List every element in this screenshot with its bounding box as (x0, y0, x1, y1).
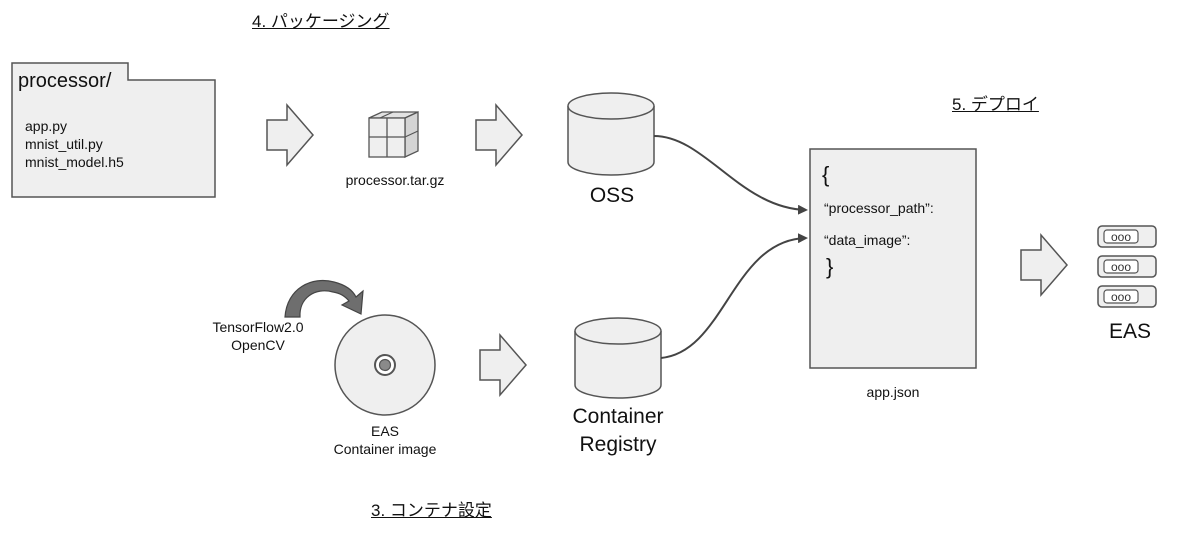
registry-database-icon (574, 317, 662, 399)
flow-arrow-config-to-eas (1020, 232, 1068, 298)
packaging-heading: 4. パッケージング (252, 12, 390, 31)
folder-shape (11, 62, 216, 198)
server-slot-1: ooo (1111, 230, 1131, 244)
server-slot-3: ooo (1111, 290, 1131, 304)
deploy-heading: 5. デプロイ (952, 95, 1039, 114)
file-item: app.py (25, 118, 68, 134)
libs-label-line2: OpenCV (231, 337, 285, 353)
config-field-processor-path: “processor_path”: (824, 200, 934, 216)
config-open-brace: { (822, 162, 830, 187)
libs-label-line1: TensorFlow2.0 (212, 319, 304, 335)
file-item: mnist_util.py (25, 136, 103, 152)
eas-server-icon: ooo ooo ooo (1097, 225, 1157, 308)
registry-label-line2: Registry (579, 433, 657, 456)
oss-label: OSS (589, 184, 635, 207)
install-curved-arrow-icon (284, 280, 364, 318)
flow-arrow-folder-to-archive (266, 102, 314, 168)
container-image-disc-icon (334, 314, 436, 416)
config-document (809, 148, 977, 369)
config-field-data-image: “data_image”: (824, 232, 911, 248)
config-close-brace: } (826, 254, 834, 279)
config-filename: app.json (866, 384, 920, 400)
flow-arrow-image-to-registry (479, 332, 527, 398)
server-slot-2: ooo (1111, 260, 1131, 274)
connector-registry-to-config (660, 233, 808, 359)
disc-label-line2: Container image (333, 441, 437, 457)
connector-oss-to-config (653, 135, 808, 215)
disc-label-line1: EAS (370, 423, 400, 439)
archive-icon (368, 110, 419, 159)
folder-name: processor/ (18, 70, 112, 92)
flow-arrow-archive-to-oss (475, 102, 523, 168)
eas-label: EAS (1108, 320, 1152, 343)
archive-label: processor.tar.gz (345, 172, 445, 188)
oss-database-icon (567, 92, 655, 176)
file-item: mnist_model.h5 (25, 154, 124, 170)
registry-label-line1: Container (572, 405, 664, 428)
container-setup-heading: 3. コンテナ設定 (371, 501, 492, 520)
